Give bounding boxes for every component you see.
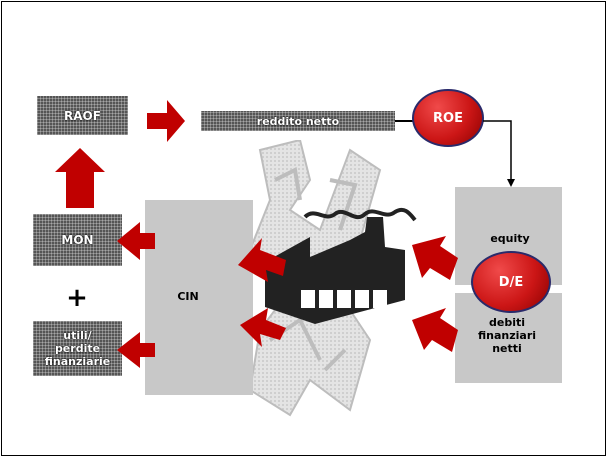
arrow-debiti-to-factory xyxy=(412,308,458,352)
arrow-cin-to-mon xyxy=(117,222,155,260)
arrow-cin-to-utili xyxy=(117,332,155,368)
arrow-equity-to-factory xyxy=(412,236,458,280)
arrow-factory-to-cin-lower xyxy=(240,308,286,347)
arrow-raof-to-reddito xyxy=(147,100,185,142)
arrow-mon-to-raof xyxy=(55,148,105,208)
arrow-factory-to-cin-upper xyxy=(238,238,286,282)
